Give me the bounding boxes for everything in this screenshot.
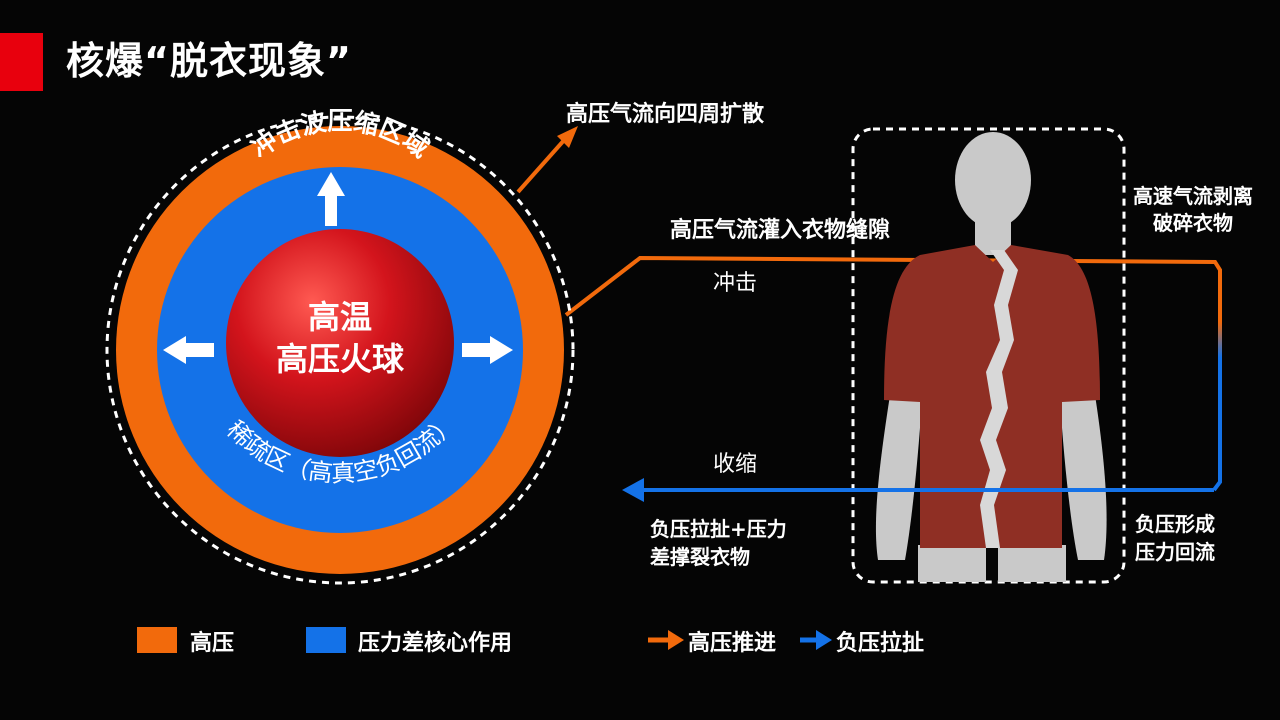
legend-push-label: 高压推进 xyxy=(688,631,777,656)
left-leg xyxy=(918,545,986,582)
legend-pull-arrowhead xyxy=(816,630,832,650)
inject-flow-line xyxy=(564,255,1222,400)
spread-label: 高压气流向四周扩散 xyxy=(566,102,765,127)
strip-label: 高速气流剥离 破碎衣物 xyxy=(1128,183,1258,237)
head xyxy=(955,132,1031,228)
legend-high-swatch xyxy=(137,627,177,653)
strip-line1: 高速气流剥离 xyxy=(1133,184,1253,208)
contract-label: 收缩 xyxy=(713,452,758,477)
fireball-label: 高温 高压火球 xyxy=(240,296,440,380)
arrow-left-icon xyxy=(163,336,214,364)
contract-arrowhead xyxy=(622,478,644,502)
right-arm xyxy=(1060,395,1107,560)
fireball-line2: 高压火球 xyxy=(275,340,404,378)
neck xyxy=(975,215,1011,255)
backflow-line1: 负压形成 xyxy=(1135,512,1215,536)
spread-arrowhead xyxy=(557,126,578,148)
legend-push-arrowhead xyxy=(668,630,684,650)
backflow-line2: 压力回流 xyxy=(1135,540,1215,564)
body-highlight-box xyxy=(851,127,1126,584)
fireball-line1: 高温 xyxy=(307,298,372,336)
outer-dashed-circle xyxy=(105,115,575,585)
legend-high-label: 高压 xyxy=(190,631,235,656)
expand-arrows xyxy=(163,172,513,364)
shirt-tear xyxy=(980,250,1018,548)
legend-pull-label: 负压拉扯 xyxy=(836,631,925,656)
left-arm xyxy=(875,395,922,560)
backflow-label: 负压形成 压力回流 xyxy=(1135,510,1215,566)
tear-label: 负压拉扯+压力 差撑裂衣物 xyxy=(650,515,787,571)
legend-core-swatch xyxy=(306,627,346,653)
page-title: 核爆“脱衣现象” xyxy=(66,39,352,83)
tear-line2: 差撑裂衣物 xyxy=(650,545,750,569)
arrow-up-icon xyxy=(317,172,345,226)
strip-line2: 破碎衣物 xyxy=(1153,211,1233,235)
backflow-line xyxy=(1212,400,1222,492)
impact-label: 冲击 xyxy=(713,271,758,296)
spread-line xyxy=(516,136,568,194)
legend-core-label: 压力差核心作用 xyxy=(358,631,513,656)
title-accent-bar xyxy=(0,33,43,91)
inject-label: 高压气流灌入衣物缝隙 xyxy=(670,218,891,243)
tear-line1: 负压拉扯+压力 xyxy=(650,517,787,541)
arrow-right-icon xyxy=(462,336,513,364)
human-figure xyxy=(875,132,1107,582)
right-leg xyxy=(998,545,1066,582)
fireball xyxy=(226,229,454,457)
